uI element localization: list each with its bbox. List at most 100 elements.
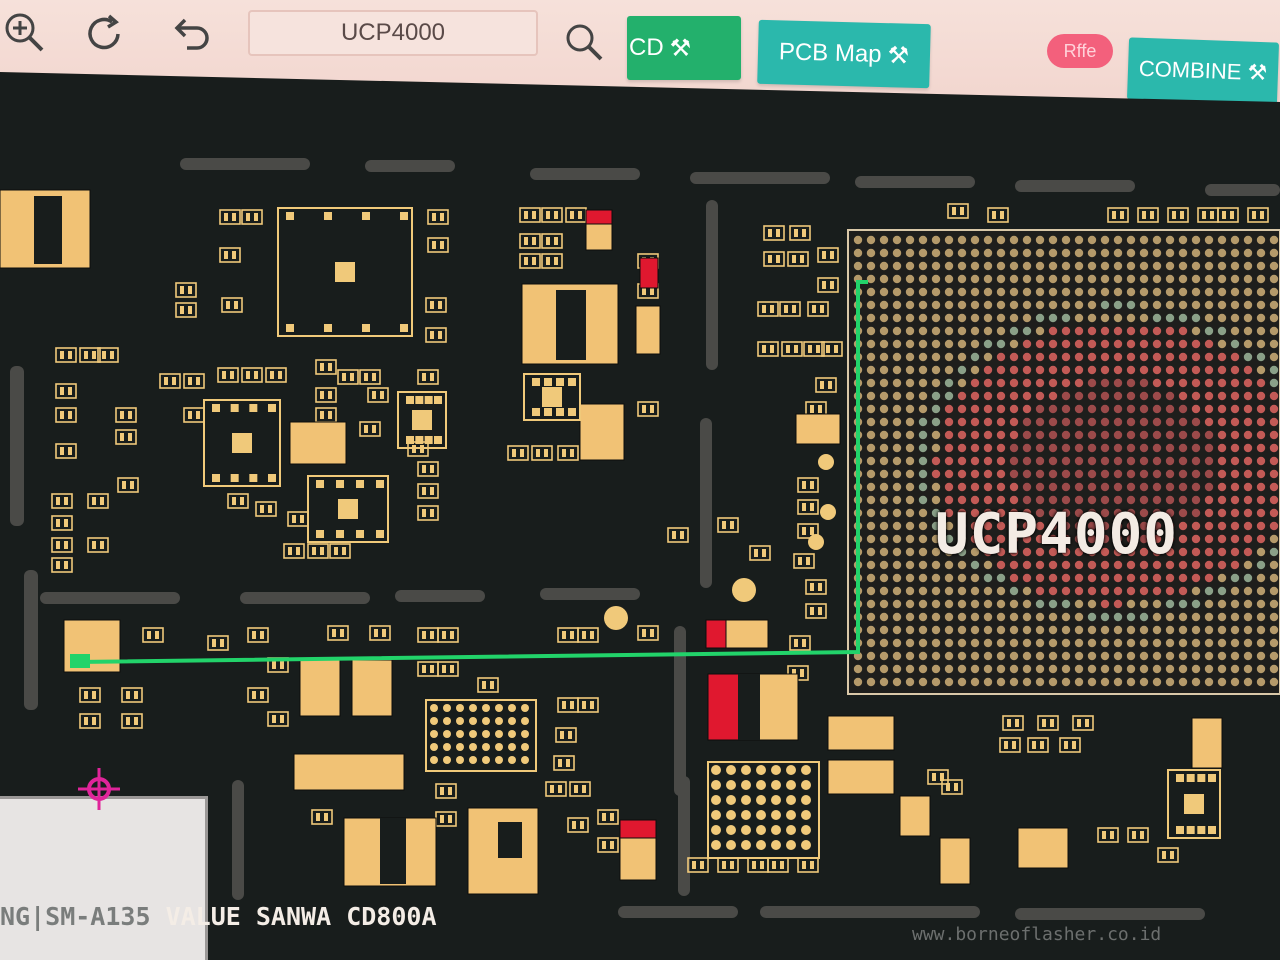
bga-ball — [1204, 417, 1214, 427]
bga-ball — [1204, 248, 1214, 258]
bga-ball — [1022, 638, 1032, 648]
bga-ball — [1048, 612, 1058, 622]
smd-outline — [367, 387, 389, 403]
bga-ball — [931, 547, 941, 557]
rffe-tag[interactable]: Rffe — [1047, 34, 1113, 68]
smd-component — [1247, 207, 1269, 223]
pcb-layout[interactable] — [0, 72, 1280, 960]
bga-ball — [996, 235, 1006, 245]
smd-outline — [947, 203, 969, 219]
smd-pad — [1222, 211, 1226, 219]
bga-ball — [905, 651, 915, 661]
search-icon[interactable] — [560, 18, 608, 66]
bga-ball — [1126, 339, 1136, 349]
bga-ball — [1126, 534, 1136, 544]
bga-ball — [1230, 404, 1240, 414]
smd-outline — [941, 779, 963, 795]
bga-ball — [1243, 651, 1253, 661]
smd-pad — [1064, 741, 1068, 749]
bga-ball — [1217, 586, 1227, 596]
smd-pad — [92, 541, 96, 549]
smd-pad — [590, 631, 594, 639]
bga-ball — [1100, 430, 1110, 440]
silk-bar — [395, 590, 485, 602]
chip-outline — [523, 373, 581, 421]
smd-pad — [180, 286, 184, 294]
smd-pad — [772, 861, 776, 869]
bga-ball — [456, 743, 464, 751]
bga-ball — [1165, 586, 1175, 596]
bga-ball — [1113, 456, 1123, 466]
silk-bar — [700, 418, 712, 588]
bga-ball — [879, 365, 889, 375]
bga-ball — [1217, 300, 1227, 310]
bga-ball — [1009, 339, 1019, 349]
bga-ball — [1191, 300, 1201, 310]
bga-ball — [1100, 521, 1110, 531]
bga-ball — [931, 352, 941, 362]
chip-center-pad — [1184, 794, 1204, 814]
bga-ball — [1035, 508, 1045, 518]
smd-outline — [121, 687, 143, 703]
bga-ball — [931, 612, 941, 622]
bga-ball — [970, 534, 980, 544]
undo-icon[interactable] — [165, 12, 213, 60]
smd-outline — [557, 627, 579, 643]
bga-ball — [879, 547, 889, 557]
zoom-in-icon[interactable] — [0, 8, 48, 56]
bga-ball — [1061, 625, 1071, 635]
smd-component — [519, 233, 541, 249]
search-input[interactable]: UCP4000 — [248, 10, 538, 56]
bga-ball — [866, 547, 876, 557]
pcb-map-button[interactable]: PCB Map ⚒ — [757, 19, 931, 89]
bga-ball — [944, 274, 954, 284]
smd-component — [1072, 715, 1094, 731]
refresh-icon[interactable] — [80, 10, 128, 58]
bga-ball — [944, 612, 954, 622]
smd-outline — [805, 603, 827, 619]
wrench-icon: ⚒ — [887, 41, 910, 70]
bga-ball — [1074, 521, 1084, 531]
smd-component — [541, 233, 563, 249]
smd-pad — [520, 449, 524, 457]
pcb-board[interactable]: UCP4000 — [0, 72, 1280, 960]
bga-ball — [1022, 456, 1032, 466]
bga-ball — [892, 560, 902, 570]
bga-ball — [1035, 300, 1045, 310]
bga-ball — [1074, 274, 1084, 284]
bga-ball — [1204, 235, 1214, 245]
crosshair-icon — [78, 768, 120, 810]
bga-ball — [879, 560, 889, 570]
bga-ball — [1230, 638, 1240, 648]
component-block — [899, 795, 931, 837]
bga-ball — [1204, 391, 1214, 401]
bga-ball — [1074, 495, 1084, 505]
component-body — [34, 196, 62, 264]
bga-ball — [983, 248, 993, 258]
bga-ball — [1217, 404, 1227, 414]
bga-ball — [1269, 638, 1279, 648]
smd-pad — [68, 447, 72, 455]
bga-ball — [1139, 677, 1149, 687]
bga-ball — [1100, 378, 1110, 388]
bga-ball — [918, 534, 928, 544]
pads-layer[interactable] — [0, 189, 1269, 895]
bga-ball — [1100, 482, 1110, 492]
bga-ball — [892, 456, 902, 466]
smd-pad — [1120, 211, 1124, 219]
cd-button[interactable]: CD ⚒ — [627, 16, 741, 80]
combine-button[interactable]: COMBINE ⚒ — [1126, 37, 1280, 105]
bga-ball — [1217, 560, 1227, 570]
bga-chip-ucp4000[interactable] — [847, 229, 1280, 695]
bga-ball — [905, 391, 915, 401]
smd-pad — [554, 211, 558, 219]
bga-ball — [957, 521, 967, 531]
main-chip-label: UCP4000 — [935, 502, 1179, 567]
smd-outline — [1137, 207, 1159, 223]
smd-outline — [567, 817, 589, 833]
bga-ball — [1035, 495, 1045, 505]
smd-pad — [372, 373, 376, 381]
bga-ball — [1074, 261, 1084, 271]
smd-outline — [817, 277, 839, 293]
bga-ball — [1178, 417, 1188, 427]
